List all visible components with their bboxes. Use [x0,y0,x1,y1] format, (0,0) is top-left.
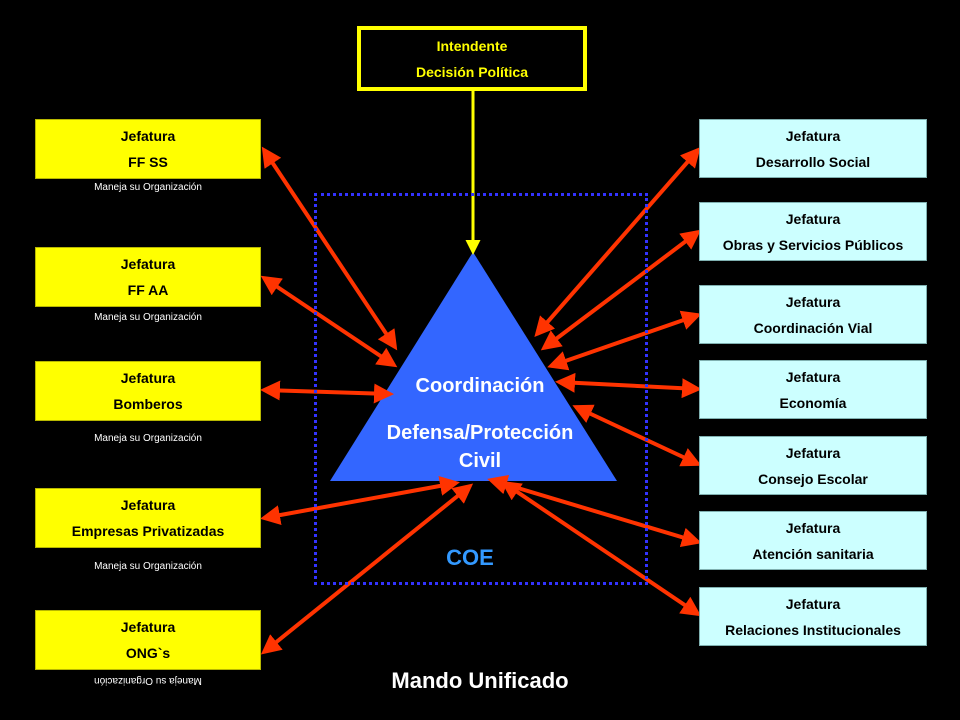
box-title: Jefatura [120,370,176,386]
box-title: Jefatura [120,497,176,513]
box-subtitle: Economía [779,394,847,411]
intendente-title: Intendente [436,37,508,54]
box-bomberos[interactable]: Jefatura Bomberos [35,361,261,421]
coe-label: COE [446,545,494,570]
intendente-box[interactable]: Intendente Decisión Política [357,26,587,91]
box-subtitle: Empresas Privatizadas [71,523,225,539]
arrow-consejo-escolar [572,404,702,467]
box-title: Jefatura [785,210,841,227]
box-title: Jefatura [785,519,841,536]
center-subtitle-2: Civil [458,450,502,472]
box-title: Jefatura [120,128,176,144]
arrow-ongs [260,483,474,655]
box-title: Jefatura [785,595,841,612]
box-ongs[interactable]: Jefatura ONG`s [35,610,261,670]
box-atencion-sanitaria[interactable]: Jefatura Atención sanitaria [699,511,927,570]
arrow-coordinacion-vial [547,310,702,371]
box-economia[interactable]: Jefatura Economía [699,360,927,419]
box-title: Jefatura [785,293,841,310]
box-subtitle: FF SS [128,154,168,170]
box-subtitle: ONG`s [125,645,171,661]
note-bomberos: Maneja su Organización [94,433,202,444]
box-title: Jefatura [785,444,841,461]
intendente-subtitle: Decisión Política [415,63,529,80]
coordination-triangle [330,252,617,481]
box-coordinacion-vial[interactable]: Jefatura Coordinación Vial [699,285,927,344]
box-title: Jefatura [120,256,176,272]
box-title: Jefatura [785,127,841,144]
arrow-economia [555,372,702,399]
box-subtitle: FF AA [127,282,169,298]
box-subtitle: Obras y Servicios Públicos [722,236,904,253]
arrow-relaciones [500,480,702,617]
note-ff-aa: Maneja su Organización [94,312,202,323]
footer-title: Mando Unificado [391,668,569,693]
box-subtitle: Relaciones Institucionales [725,621,901,638]
box-ff-aa[interactable]: Jefatura FF AA [35,247,261,307]
box-title: Jefatura [785,368,841,385]
box-consejo-escolar[interactable]: Jefatura Consejo Escolar [699,436,927,495]
center-subtitle: Defensa/Protección [386,422,574,444]
box-subtitle: Consejo Escolar [758,470,868,487]
box-title: Jefatura [120,619,176,635]
arrow-bomberos [260,380,394,404]
box-subtitle: Desarrollo Social [755,153,871,170]
note-ff-ss: Maneja su Organización [94,182,202,193]
box-subtitle: Bomberos [113,396,183,412]
box-desarrollo-social[interactable]: Jefatura Desarrollo Social [699,119,927,178]
box-ff-ss[interactable]: Jefatura FF SS [35,119,261,179]
arrow-ff-aa [260,275,398,368]
note-empresas: Maneja su Organización [94,561,202,572]
coe-frame [314,193,648,585]
box-obras-servicios[interactable]: Jefatura Obras y Servicios Públicos [699,202,927,261]
note-ongs-flipped: Maneja su Organización [94,675,202,686]
box-subtitle: Coordinación Vial [753,319,873,336]
center-title: Coordinación [415,375,545,397]
box-relaciones-institucionales[interactable]: Jefatura Relaciones Institucionales [699,587,927,646]
box-empresas-privatizadas[interactable]: Jefatura Empresas Privatizadas [35,488,261,548]
box-subtitle: Atención sanitaria [752,545,874,562]
